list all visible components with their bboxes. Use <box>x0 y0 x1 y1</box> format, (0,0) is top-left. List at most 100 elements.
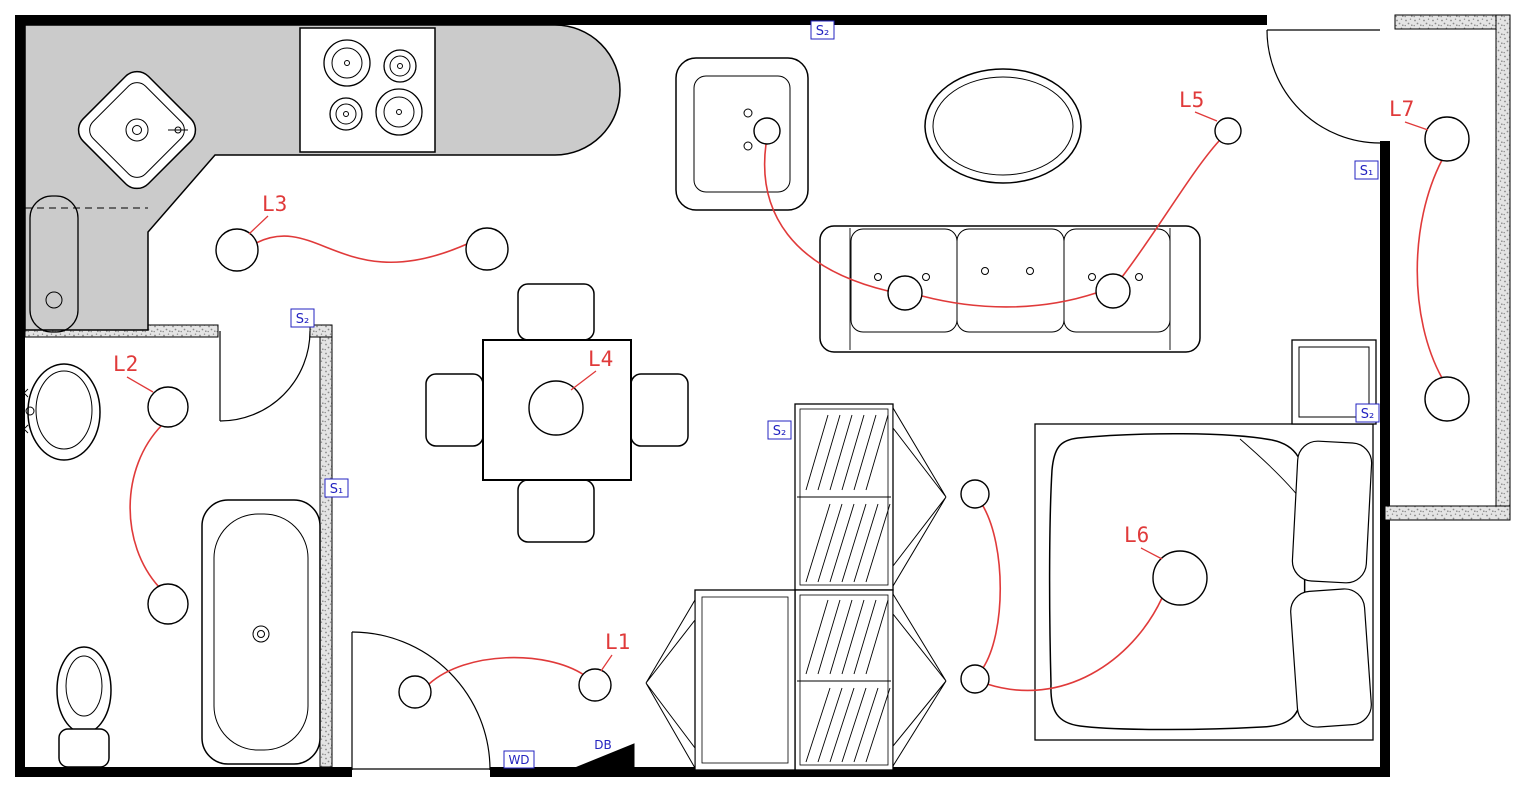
burner-top-right-icon <box>383 49 417 83</box>
door-balcony <box>1266 29 1381 144</box>
balcony-wall-right <box>1495 14 1511 521</box>
armchair-outer <box>675 57 809 211</box>
sink-faucet-base <box>174 126 182 134</box>
wire-l1 <box>428 656 585 685</box>
wire-l6-b <box>986 597 1163 692</box>
cabinet-c <box>694 589 796 771</box>
toilet-bowl <box>56 646 112 734</box>
doors <box>219 29 1381 771</box>
sofa-outer <box>819 225 1201 353</box>
wire-l5-c <box>1121 140 1220 278</box>
dining-chair-top <box>517 283 595 341</box>
switch-bedroom: S₂ <box>1355 403 1380 423</box>
door-entry-swing-arc <box>351 631 491 771</box>
tap-cross-icon-hot <box>19 388 29 398</box>
door-bathroom <box>219 330 311 422</box>
pillow-bottom <box>1290 588 1372 728</box>
wardrobe-b-door-bottom <box>892 680 947 768</box>
bathroom-sink-inner <box>35 370 93 450</box>
light-l7-a <box>1424 116 1470 162</box>
circuit-label-l6: L6 <box>1124 523 1149 547</box>
sink-drain-outer <box>125 118 149 142</box>
bathtub-drain-outer <box>252 625 270 643</box>
switch-living-top: S₂ <box>810 20 835 40</box>
dining-chair-bottom <box>517 479 595 543</box>
svg-text:S₂: S₂ <box>1361 407 1374 422</box>
pointer-l1 <box>600 654 613 672</box>
door-balcony-swing-arc <box>1266 29 1381 144</box>
door-entry <box>351 631 491 771</box>
light-l4 <box>528 380 584 436</box>
light-l6-a <box>960 479 990 509</box>
door-bathroom-swing-arc <box>219 330 311 422</box>
light-l5-c <box>1214 117 1242 145</box>
light-l3-a <box>215 228 259 272</box>
wire-l5-a <box>763 143 889 292</box>
oval-table-inner <box>932 76 1074 176</box>
oval-coffee-table <box>924 68 1082 184</box>
wardrobe-b-hangers <box>805 599 891 763</box>
light-l5-sofa-b <box>1095 273 1131 309</box>
cabinet-c-door-top <box>645 598 696 684</box>
wardrobe-a-door-top <box>892 406 947 498</box>
kitchen-tall-cabinet <box>29 195 79 333</box>
sofa-button <box>1135 273 1143 281</box>
wall-right <box>1380 141 1390 777</box>
wardrobe-a-door-bottom <box>892 496 947 588</box>
svg-text:S₂: S₂ <box>773 424 786 439</box>
light-circuits: L3 L2 L4 L1 L5 L6 L7 <box>113 88 1470 709</box>
circuit-label-l3: L3 <box>262 192 287 216</box>
light-l2-a <box>147 386 189 428</box>
wire-l2 <box>129 424 163 588</box>
nightstand-inner <box>1298 346 1370 418</box>
circuit-label-l2: L2 <box>113 352 138 376</box>
toilet <box>56 646 112 768</box>
light-l6-bed <box>1152 550 1208 606</box>
wardrobe-b-door-top <box>892 592 947 682</box>
washer-dryer-marker: WD <box>503 750 535 769</box>
sofa-button <box>981 267 989 275</box>
pointer-l4 <box>570 370 597 391</box>
circuit-label-l4: L4 <box>588 347 613 371</box>
burner-top-left-icon <box>323 39 371 87</box>
toilet-bowl-inner <box>65 655 103 717</box>
wire-l3 <box>255 235 468 263</box>
light-l6-b <box>960 664 990 694</box>
circuit-label-l5: L5 <box>1179 88 1204 112</box>
armchair-button-bottom <box>743 141 753 151</box>
switch-kitchen: S₂ <box>290 308 315 328</box>
light-l1-b <box>578 668 612 702</box>
sofa <box>819 225 1201 353</box>
hatched-walls <box>24 14 1511 768</box>
pointer-l7 <box>1404 121 1429 131</box>
switches: S₂ S₁ S₂ S₁ S₂ S₂ WD DB <box>290 20 1380 771</box>
outer-walls <box>15 15 1390 777</box>
svg-text:DB: DB <box>594 738 611 752</box>
pillow-top <box>1291 440 1373 584</box>
bathroom-wall-right <box>319 336 333 768</box>
light-l5-armchair <box>753 117 781 145</box>
sofa-button <box>874 273 882 281</box>
wall-bottom-right <box>490 767 1390 777</box>
wardrobe-b-inner <box>799 594 889 766</box>
tap-cross-icon-cold <box>19 424 29 434</box>
bathroom-sink-outer <box>27 363 101 461</box>
wall-left <box>15 15 25 777</box>
distribution-board-marker: DB <box>569 738 635 771</box>
bathtub-drain-inner <box>257 630 265 638</box>
burner-bottom-right-icon <box>375 88 423 136</box>
svg-text:WD: WD <box>508 753 529 767</box>
light-l5-sofa-a <box>887 275 923 311</box>
armchair-button-top <box>743 108 753 118</box>
armchair-seat <box>693 75 791 193</box>
wardrobe-a-hangers <box>805 414 891 583</box>
wire-l7 <box>1416 159 1443 379</box>
switch-hall: S₂ <box>767 420 792 440</box>
wardrobe-b <box>794 589 894 771</box>
sink-inner <box>89 82 185 178</box>
pointer-l3 <box>248 215 269 235</box>
bathtub-inner <box>213 513 309 751</box>
sofa-button <box>1088 273 1096 281</box>
